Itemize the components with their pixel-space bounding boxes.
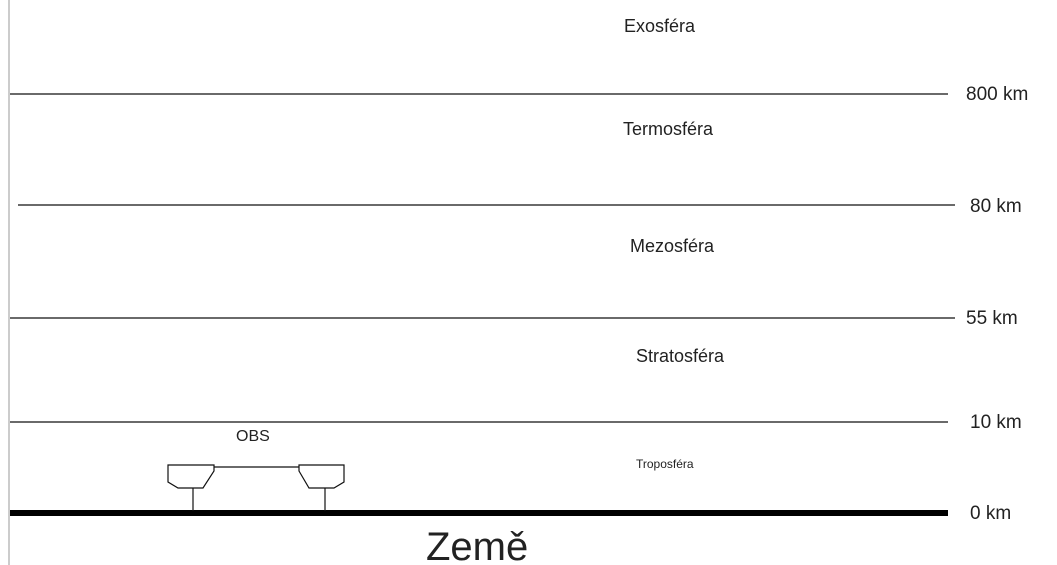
layer-label-exosphere: Exosféra <box>624 16 696 36</box>
altitude-label-80km: 80 km <box>970 196 1022 217</box>
altitude-label-800km: 800 km <box>966 84 1028 105</box>
observatory-label: OBS <box>236 428 270 445</box>
layer-label-mesosphere: Mezosféra <box>630 236 715 256</box>
observatory-building-icon <box>167 464 345 511</box>
layer-label-troposphere: Troposféra <box>636 457 694 471</box>
altitude-label-0km: 0 km <box>970 503 1011 524</box>
layer-label-stratosphere: Stratosféra <box>636 346 725 366</box>
altitude-label-10km: 10 km <box>970 412 1022 433</box>
altitude-label-55km: 55 km <box>966 308 1018 329</box>
layer-label-thermosphere: Termosféra <box>623 119 714 139</box>
ground-label: Země <box>426 525 528 565</box>
